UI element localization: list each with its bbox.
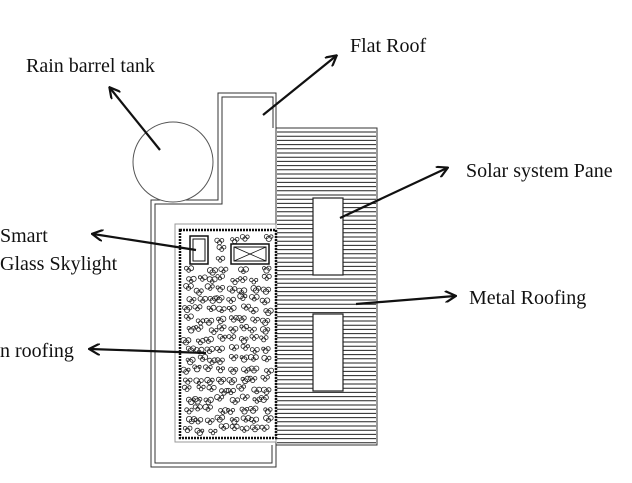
- skylight-arrow: [93, 234, 197, 252]
- flat-roof-arrow: [262, 56, 336, 116]
- solar-panel-lower: [312, 313, 344, 392]
- solar-panel-upper: [312, 197, 344, 276]
- metal-roofing-label: Metal Roofing: [469, 287, 587, 309]
- green-roofing-label: n roofing: [0, 340, 74, 362]
- skylight-large: [230, 243, 270, 265]
- metal-roofing-arrow: [355, 296, 455, 306]
- rain-barrel-label: Rain barrel tank: [26, 55, 155, 77]
- skylight-small: [189, 235, 209, 265]
- metal-roofing-area: [275, 127, 378, 446]
- rain-barrel-arrow: [110, 88, 161, 151]
- solar-panel-label: Solar system Pane: [466, 160, 613, 182]
- skylight-label-line2: Glass Skylight: [0, 253, 118, 275]
- green-roofing-arrow: [90, 349, 207, 353]
- flat-roof-label: Flat Roof: [350, 35, 427, 57]
- skylight-label-line1: Smart: [0, 225, 48, 247]
- solar-panel-arrow: [339, 168, 447, 219]
- rain-barrel-tank: [132, 121, 214, 203]
